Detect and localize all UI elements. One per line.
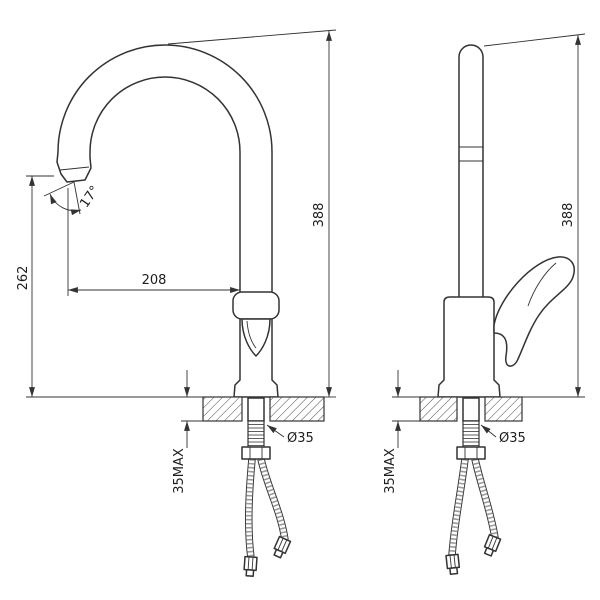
angle-arc (49, 193, 82, 216)
spout-aerator-line (59, 166, 90, 171)
dim-hole-diameter-side-label: Ø35 (499, 431, 526, 446)
threaded-shank-front (247, 420, 265, 448)
mounting-shank-side (462, 397, 480, 422)
hose-right-front-braid (258, 458, 288, 541)
hose-fitting-left-front (243, 555, 258, 577)
side-view: 388 Ø35 35MAX (383, 33, 586, 576)
supply-hoses-front (243, 458, 292, 577)
dim-total-height-side-label: 388 (561, 203, 576, 228)
dim-max-deck-front-label: 35MAX (172, 448, 187, 494)
hose-left-side-braid (449, 458, 468, 557)
hose-right-side-braid (472, 458, 498, 539)
dim-spout-height-label: 262 (16, 266, 31, 291)
leader-hole-diameter-side (480, 424, 497, 438)
countertop-left-side (419, 396, 458, 422)
spout-angle-annotation (43, 181, 82, 216)
handle-shield-inner-line (246, 320, 257, 349)
hose-fitting-left-side (445, 553, 461, 576)
mounting-shank-front (247, 397, 265, 422)
ext-line-top-front (167, 29, 337, 45)
handle-lever-fold-line (527, 262, 557, 307)
countertop-right-side (484, 396, 523, 422)
ext-line-top-side (483, 33, 586, 47)
leader-hole-diameter-front (266, 424, 285, 438)
angle-leg-tilted (43, 181, 75, 197)
threaded-shank-side (462, 420, 480, 448)
mounting-nut-side (456, 446, 486, 460)
hose-left-front-braid (245, 458, 255, 559)
front-view: 262 208 388 17° Ø35 35MAX (16, 29, 337, 577)
dim-spout-reach-label: 208 (142, 273, 167, 288)
dim-hole-diameter-front-label: Ø35 (287, 431, 314, 446)
mounting-nut-front (241, 446, 271, 460)
dim-max-deck-side-label: 35MAX (383, 448, 398, 494)
hose-fitting-right-front (273, 535, 292, 559)
hose-fitting-right-side (483, 534, 502, 557)
handle-cap-front (232, 291, 280, 320)
gooseneck-spout (56, 44, 273, 303)
countertop-right-front (269, 396, 325, 422)
dim-total-height-front-label: 388 (312, 203, 327, 228)
faucet-body-side (437, 296, 501, 398)
handle-lever-side (493, 256, 575, 367)
supply-hoses-side (445, 458, 502, 576)
dim-angle-label: 17° (77, 183, 103, 210)
countertop-left-front (202, 396, 243, 422)
handle-shield-front (241, 318, 271, 357)
spout-pipe-side (458, 44, 484, 303)
